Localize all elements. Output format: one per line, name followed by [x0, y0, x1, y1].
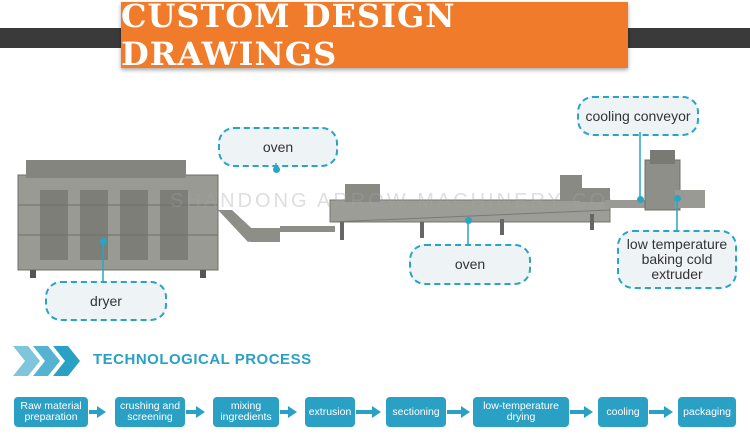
process-step: sectioning	[386, 397, 446, 427]
flow-arrow	[186, 410, 196, 414]
flow-arrow	[288, 406, 297, 418]
oven-line	[329, 175, 611, 240]
flow-arrow	[372, 406, 381, 418]
flow-arrow	[280, 410, 288, 414]
page-title: CUSTOM DESIGN DRAWINGS	[121, 0, 456, 73]
callout-cooling-conveyor: cooling conveyor	[577, 96, 699, 136]
process-step: Raw material preparation	[14, 397, 88, 427]
flow-arrow	[89, 410, 97, 414]
flow-arrow	[356, 410, 372, 414]
callout-dryer: dryer	[45, 281, 167, 321]
flow-arrow	[649, 410, 664, 414]
process-step: extrusion	[305, 397, 355, 427]
process-title: TECHNOLOGICAL PROCESS	[93, 351, 312, 368]
callout-dot	[273, 166, 280, 173]
process-step: packaging	[678, 397, 736, 427]
process-step: mixing ingredients	[213, 397, 279, 427]
process-step: crushing and screening	[115, 397, 185, 427]
callout-dot	[637, 196, 644, 203]
flow-arrow	[447, 410, 461, 414]
flow-arrow	[461, 406, 470, 418]
flow-arrow	[584, 406, 593, 418]
extruder-machine	[644, 150, 705, 211]
flow-arrow	[570, 410, 584, 414]
callout-dot	[674, 195, 681, 202]
callout-dot	[465, 217, 472, 224]
machinery-drawing	[17, 150, 705, 278]
title-banner: CUSTOM DESIGN DRAWINGS	[121, 0, 628, 73]
callout-dot	[100, 238, 107, 245]
watermark: SHANDONG ARROW MACHINERY CO.	[170, 190, 617, 212]
process-step: cooling	[598, 397, 648, 427]
process-step: low-temperature drying	[473, 397, 569, 427]
dryer-machine	[17, 160, 219, 278]
callout-extruder: low temperature baking cold extruder	[617, 230, 737, 289]
flow-arrow	[664, 406, 673, 418]
callout-oven-bottom: oven	[409, 244, 531, 285]
flow-arrow	[196, 406, 205, 418]
flow-arrow	[97, 406, 106, 418]
callout-oven-top: oven	[218, 127, 338, 167]
chevrons-icon	[13, 346, 80, 376]
